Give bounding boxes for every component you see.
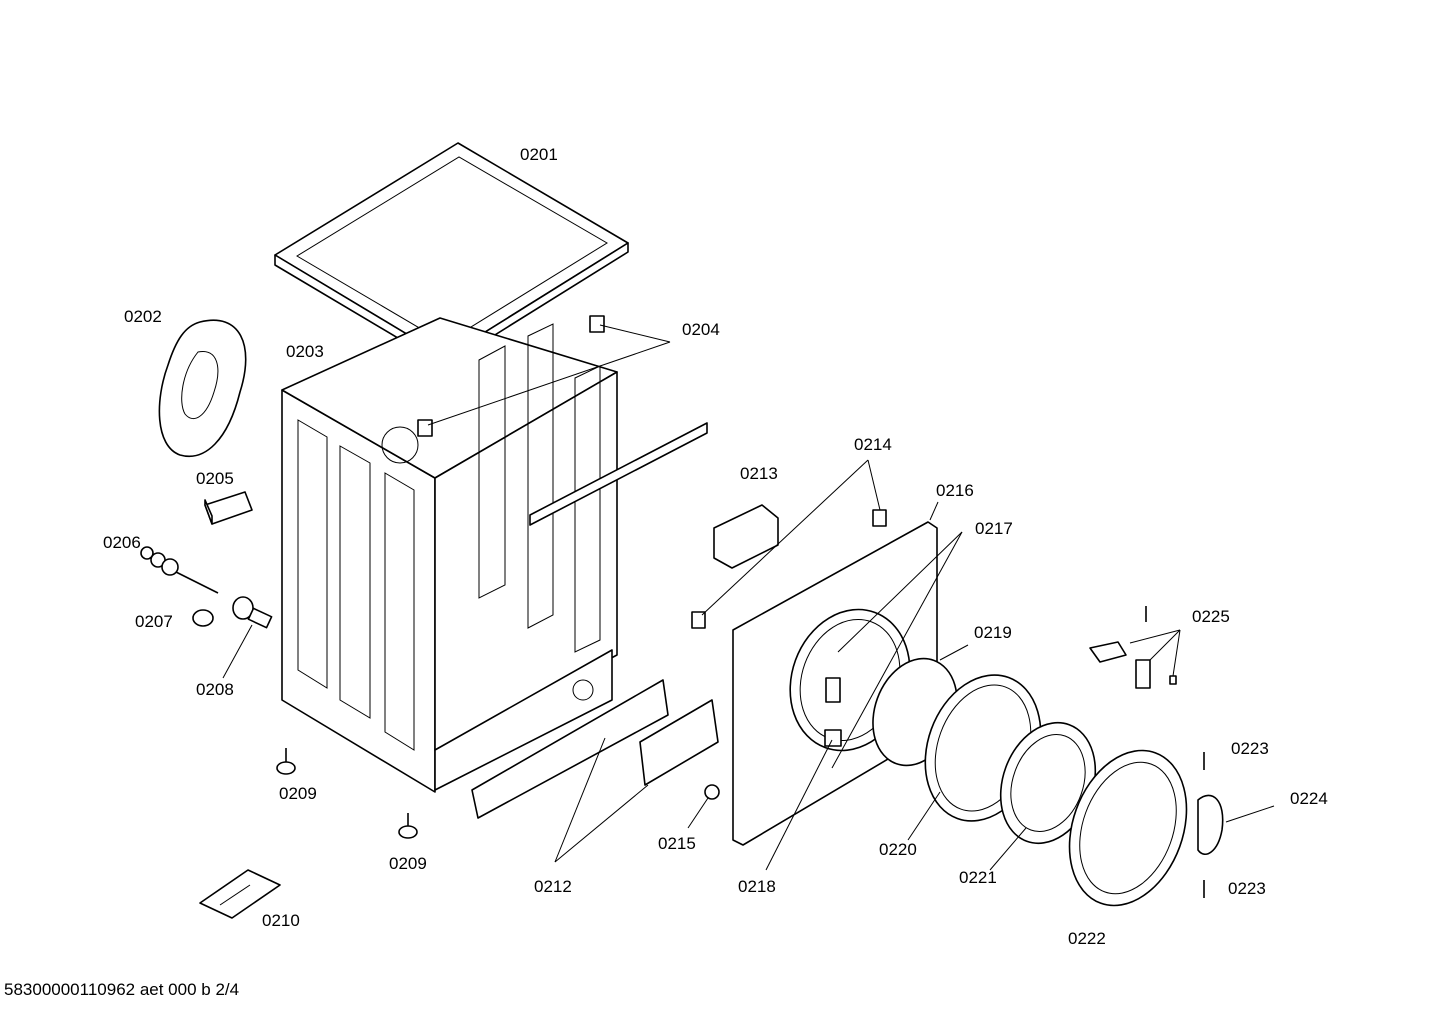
label-0203: 0203 [286, 342, 324, 361]
label-0216: 0216 [936, 481, 974, 500]
part-screw-b [398, 813, 418, 839]
label-0210: 0210 [262, 911, 300, 930]
label-0220: 0220 [879, 840, 917, 859]
label-0221: 0221 [959, 868, 997, 887]
label-0223-a: 0223 [1231, 739, 1269, 758]
part-clamp [417, 315, 671, 437]
label-0206: 0206 [103, 533, 141, 552]
part-side-insulation-panel [158, 319, 247, 457]
label-0225: 0225 [1192, 607, 1230, 626]
part-bolt-assembly [140, 546, 219, 594]
label-0209-a: 0209 [279, 784, 317, 803]
label-0218: 0218 [738, 877, 776, 896]
label-0212: 0212 [534, 877, 572, 896]
part-cap [192, 609, 214, 627]
label-0207: 0207 [135, 612, 173, 631]
part-plinth-panel [471, 679, 719, 863]
label-0224: 0224 [1290, 789, 1328, 808]
label-0222: 0222 [1068, 929, 1106, 948]
label-0219: 0219 [974, 623, 1012, 642]
part-door-lock [713, 504, 779, 569]
label-0213: 0213 [740, 464, 778, 483]
label-0214: 0214 [854, 435, 892, 454]
label-0201: 0201 [520, 145, 558, 164]
label-0202: 0202 [124, 307, 162, 326]
label-0208: 0208 [196, 680, 234, 699]
part-door-handle [1197, 794, 1275, 855]
label-0204: 0204 [682, 320, 720, 339]
part-bracket [204, 491, 253, 525]
label-0223-b: 0223 [1228, 879, 1266, 898]
part-hinge-clip [691, 459, 887, 629]
part-base-plate [199, 869, 281, 919]
document-reference-footer: 58300000110962 aet 000 b 2/4 [4, 980, 240, 999]
part-door-ring [1068, 749, 1188, 907]
part-foot-pad [222, 596, 273, 679]
label-0205: 0205 [196, 469, 234, 488]
part-hook-set [1089, 606, 1181, 689]
part-cabinet-frame [281, 317, 708, 793]
label-0209-b: 0209 [389, 854, 427, 873]
label-0215: 0215 [658, 834, 696, 853]
part-screw-a [276, 748, 296, 775]
label-0217: 0217 [975, 519, 1013, 538]
part-knob [687, 784, 720, 829]
